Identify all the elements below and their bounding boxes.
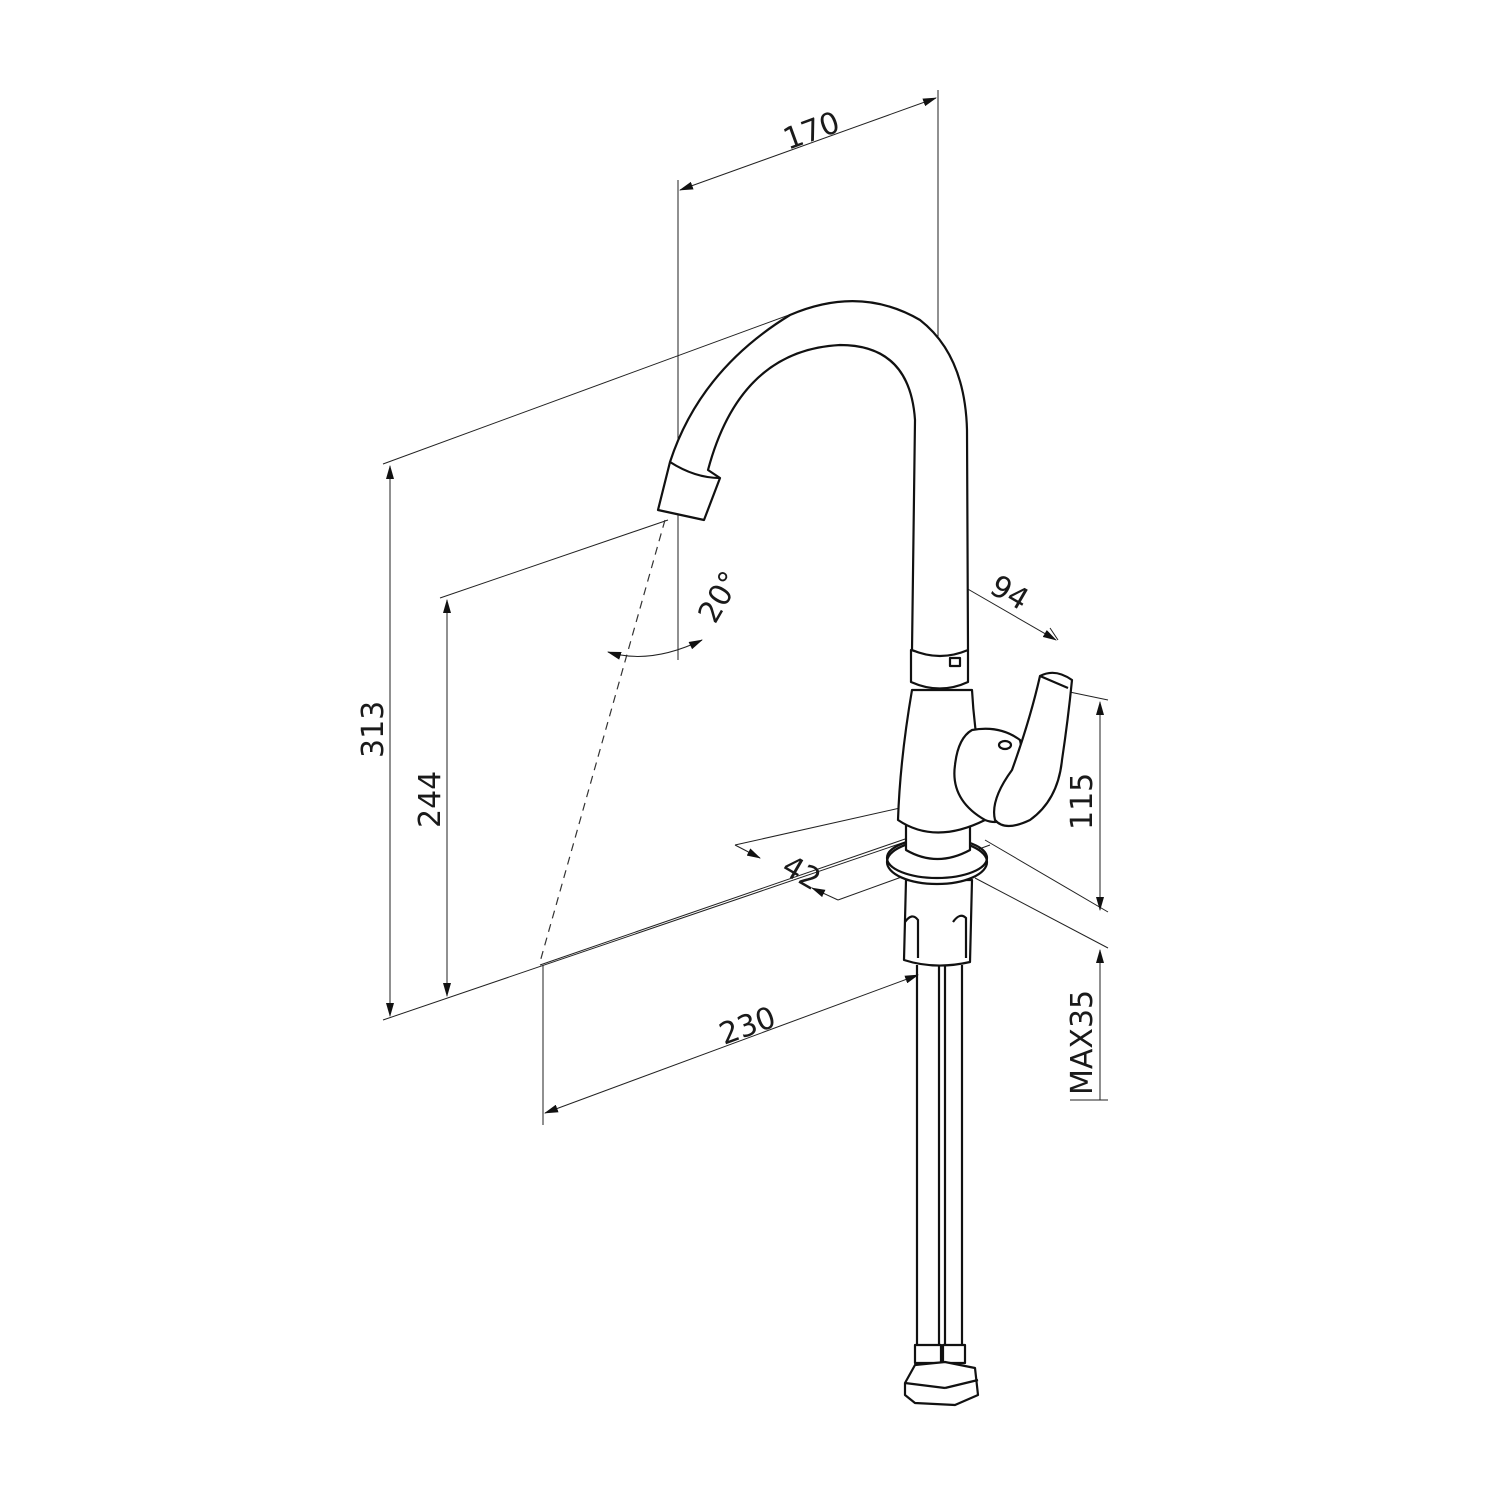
dim-max35-label: MAX35 bbox=[1065, 990, 1100, 1095]
faucet bbox=[656, 300, 1074, 1407]
dim-115-label: 115 bbox=[1065, 773, 1100, 830]
lever-handle bbox=[993, 671, 1074, 828]
dim-230-label: 230 bbox=[715, 1000, 781, 1052]
dim-42-label: 42 bbox=[776, 849, 827, 898]
dim-244-label: 244 bbox=[413, 771, 448, 828]
dim-94-label: 94 bbox=[984, 569, 1035, 618]
dim-20deg-label: 20° bbox=[692, 565, 749, 629]
mounting-shank bbox=[902, 878, 974, 967]
dimension-lines bbox=[386, 97, 1104, 1114]
supply-hoses bbox=[903, 965, 980, 1407]
spout bbox=[656, 300, 970, 658]
dim-170-label: 170 bbox=[779, 105, 845, 157]
dim-313-label: 313 bbox=[356, 701, 391, 758]
water-jet-line bbox=[539, 519, 666, 963]
